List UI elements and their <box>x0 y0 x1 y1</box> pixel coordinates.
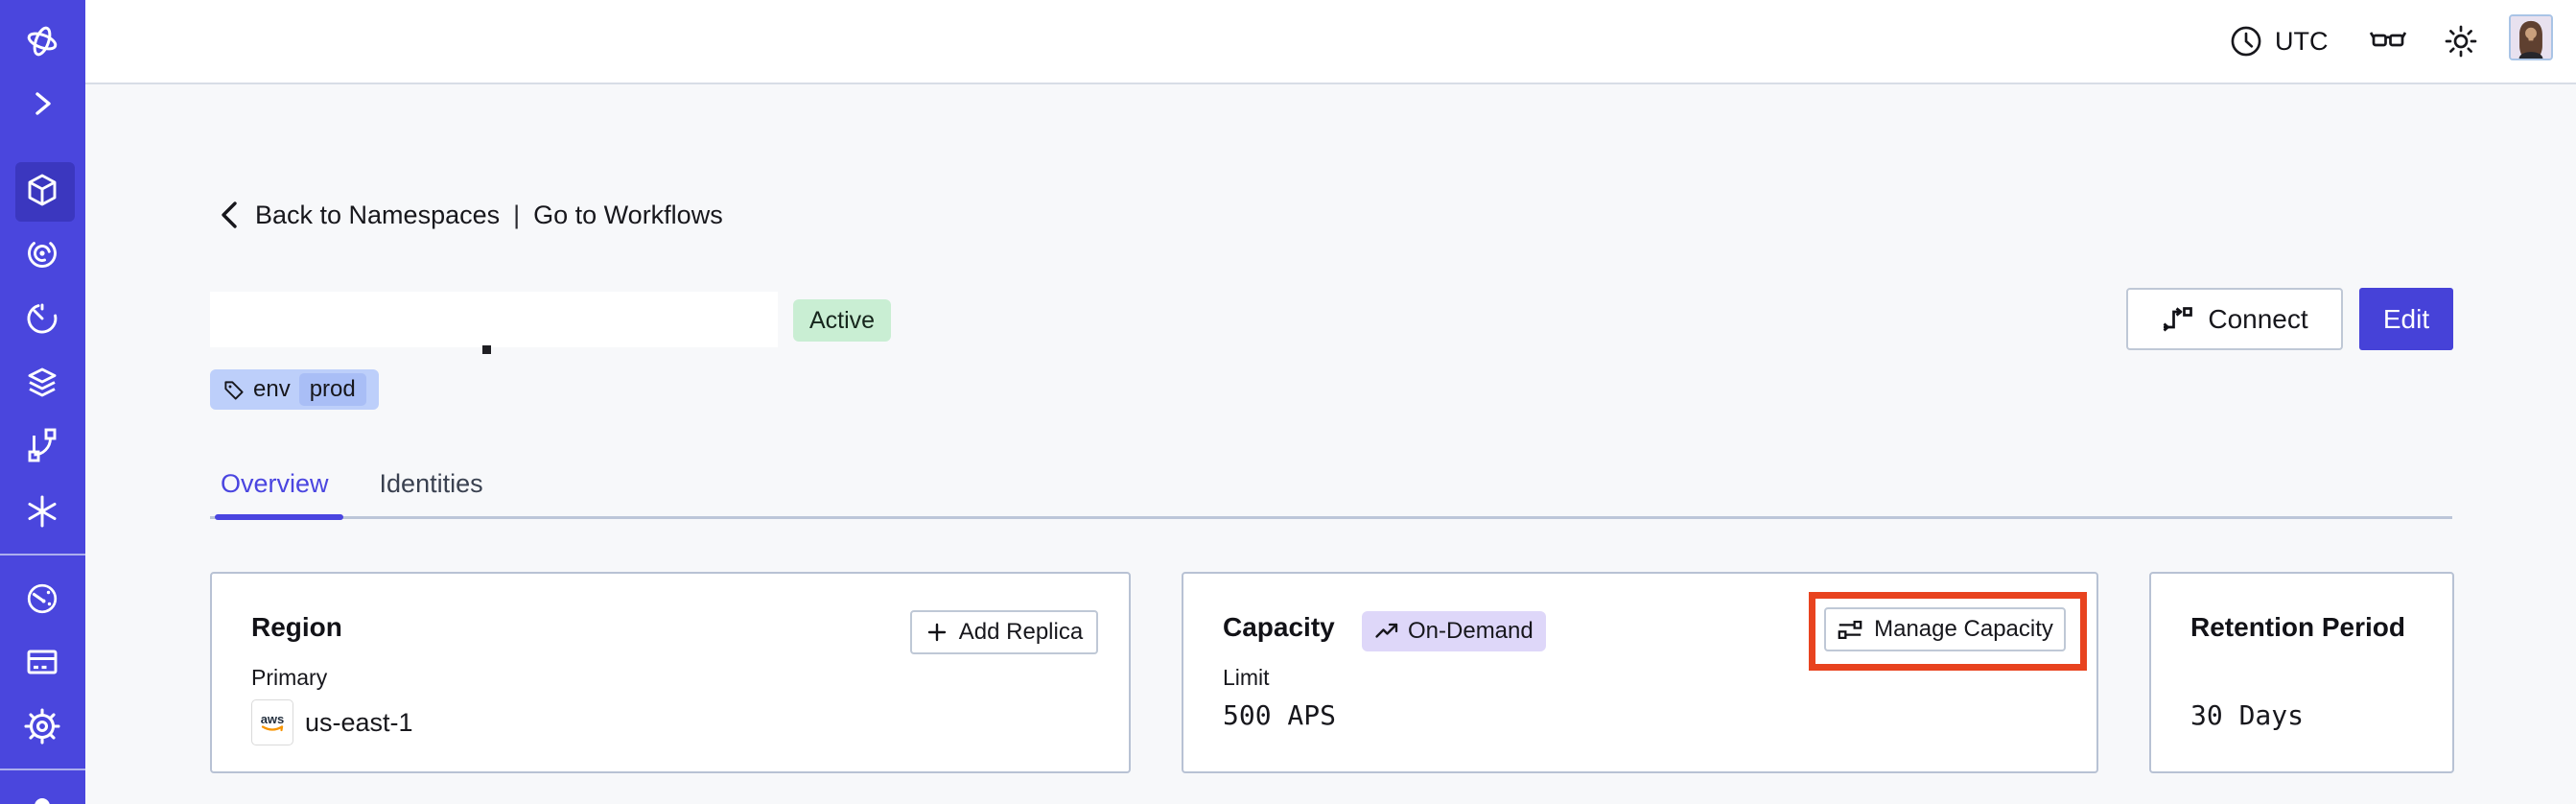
sidebar-item-branch-icon[interactable] <box>23 426 61 464</box>
user-avatar[interactable] <box>2509 14 2553 60</box>
limit-label: Limit <box>1223 665 1270 690</box>
sidebar-item-settings-gear-icon[interactable] <box>23 707 61 745</box>
status-badge: Active <box>793 299 892 342</box>
temporal-logo[interactable] <box>23 22 61 60</box>
trending-up-icon <box>1375 623 1398 638</box>
link-divider: | <box>513 200 521 229</box>
data-encoder-button[interactable] <box>2367 0 2409 83</box>
capacity-card: Capacity On-Demand Manage Capacity Limit… <box>1182 572 2098 773</box>
primary-label: Primary <box>251 665 328 690</box>
sidebar-divider <box>0 769 85 770</box>
breadcrumb: Back to Namespaces | Go to Workflows <box>219 200 723 230</box>
theme-toggle-button[interactable] <box>2442 0 2480 83</box>
region-value: us-east-1 <box>305 708 413 737</box>
sidebar-active-item-background <box>15 162 75 222</box>
tag-icon <box>224 380 244 400</box>
sun-icon <box>2445 25 2477 58</box>
edit-button-label: Edit <box>2382 303 2430 334</box>
retention-period-card: Retention Period 30 Days <box>2149 572 2454 773</box>
sidebar-expand-chevron-right-icon[interactable] <box>23 84 61 123</box>
sidebar-item-spiral-icon[interactable] <box>23 234 61 272</box>
tab-bar: Overview Identities <box>215 469 489 499</box>
svg-text:aws: aws <box>261 712 285 726</box>
env-tag: env prod <box>210 369 379 410</box>
sidebar-item-account-person-icon[interactable] <box>23 787 61 804</box>
retention-value: 30 Days <box>2190 699 2305 731</box>
on-demand-badge: On-Demand <box>1362 611 1546 651</box>
glasses-icon <box>2369 32 2407 47</box>
sidebar-divider <box>0 554 85 556</box>
sidebar <box>0 0 85 804</box>
edit-button[interactable]: Edit <box>2359 288 2453 350</box>
capacity-limit-value: 500 APS <box>1223 699 1337 731</box>
region-card-title: Region <box>251 612 342 642</box>
connect-button-label: Connect <box>2208 303 2308 334</box>
region-card: Region Add Replica Primary aws us-east-1 <box>210 572 1131 773</box>
sidebar-item-usage-gauge-icon[interactable] <box>23 579 61 618</box>
timezone-selector[interactable]: UTC <box>2229 0 2329 83</box>
tag-key: env <box>253 376 291 402</box>
namespace-title-redacted <box>210 292 778 347</box>
on-demand-label: On-Demand <box>1408 618 1534 644</box>
add-replica-label: Add Replica <box>958 619 1084 645</box>
aws-logo: aws <box>251 699 293 745</box>
chevron-left-icon[interactable] <box>219 200 240 230</box>
avatar-photo <box>2511 16 2551 59</box>
sidebar-item-layers-icon[interactable] <box>23 364 61 402</box>
plus-icon <box>927 623 946 642</box>
redacted-text-artifact <box>482 345 491 354</box>
retention-card-title: Retention Period <box>2190 612 2406 642</box>
tab-overview[interactable]: Overview <box>221 469 329 498</box>
sidebar-item-timer-icon[interactable] <box>23 299 61 338</box>
tab-divider-line <box>210 516 2452 519</box>
sliders-icon <box>1838 620 1862 639</box>
connect-flow-icon <box>2163 306 2193 332</box>
active-tab-underline <box>215 514 343 520</box>
timezone-label: UTC <box>2275 26 2329 56</box>
sidebar-item-nexus-asterisk-icon[interactable] <box>23 492 61 531</box>
clock-icon <box>2231 26 2261 57</box>
capacity-card-title: Capacity <box>1223 612 1335 642</box>
sidebar-item-namespaces-cube-icon[interactable] <box>23 171 61 209</box>
manage-capacity-label: Manage Capacity <box>1874 616 2053 642</box>
add-replica-button[interactable]: Add Replica <box>910 610 1098 654</box>
sidebar-item-billing-credit-card-icon[interactable] <box>23 643 61 681</box>
back-to-namespaces-link[interactable]: Back to Namespaces <box>255 200 501 229</box>
go-to-workflows-link[interactable]: Go to Workflows <box>533 200 723 229</box>
topbar: UTC <box>85 0 2576 84</box>
tab-identities[interactable]: Identities <box>379 469 483 498</box>
manage-capacity-button[interactable]: Manage Capacity <box>1824 607 2066 651</box>
connect-button[interactable]: Connect <box>2126 288 2343 350</box>
tag-value-chip: prod <box>298 373 366 406</box>
